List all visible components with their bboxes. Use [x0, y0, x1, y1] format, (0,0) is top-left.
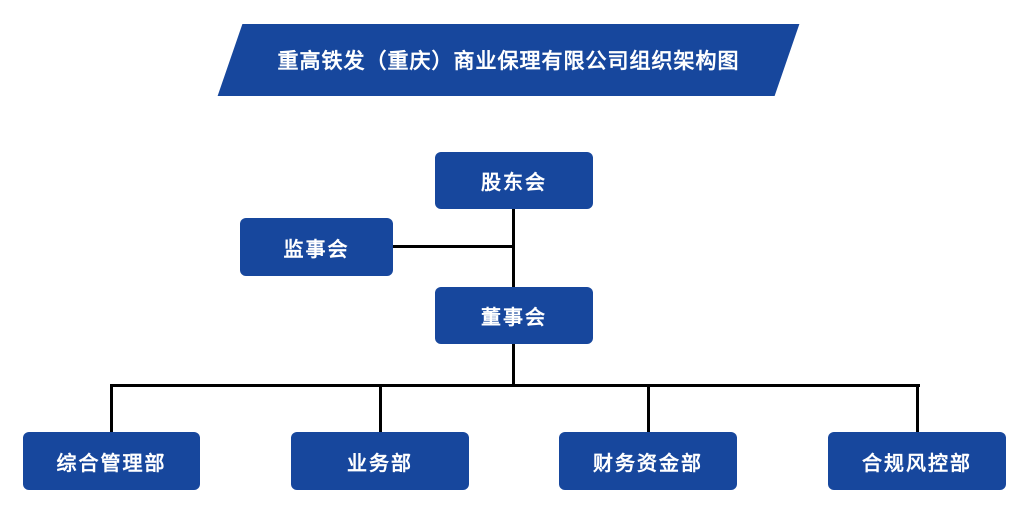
connector-supervisory-branch: [393, 245, 513, 248]
org-node-board-of-directors: 董事会: [435, 287, 593, 344]
connector-board-to-bus: [512, 343, 515, 387]
chart-title: 重高铁发（重庆）商业保理有限公司组织架构图: [277, 49, 740, 73]
org-node-supervisory-board: 监事会: [240, 218, 393, 276]
connector-department-bus: [110, 384, 920, 387]
org-node-compliance-risk-dept: 合规风控部: [828, 432, 1006, 490]
org-node-business-dept: 业务部: [291, 432, 469, 490]
connector-drop-compliance: [916, 384, 919, 433]
connector-drop-finance: [647, 384, 650, 433]
org-node-general-admin-dept: 综合管理部: [23, 432, 200, 490]
connector-shareholders-board: [512, 209, 515, 288]
title-banner: 重高铁发（重庆）商业保理有限公司组织架构图: [217, 24, 800, 96]
connector-drop-business: [379, 384, 382, 433]
org-node-finance-treasury-dept: 财务资金部: [559, 432, 737, 490]
connector-drop-general-admin: [110, 384, 113, 433]
org-node-shareholders-meeting: 股东会: [435, 152, 593, 209]
